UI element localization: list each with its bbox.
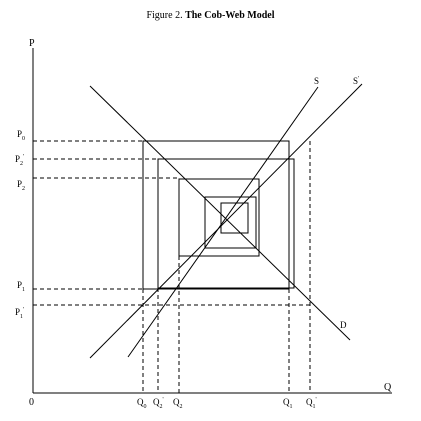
demand-curve-label: D	[340, 320, 347, 330]
price-label-p1: P1	[17, 280, 25, 293]
quantity-label-q0: Q0	[137, 397, 147, 410]
price-label-p2: P2	[17, 179, 25, 192]
supply-curve-label: S	[314, 76, 319, 86]
figure-caption-title: The Cob-Web Model	[185, 10, 275, 21]
price-label-p0: P0	[17, 129, 25, 142]
price-guides	[33, 141, 310, 305]
cobweb-rect-outer	[142, 140, 290, 290]
origin-label: 0	[29, 397, 34, 408]
quantity-label-q2-prime: Q2'	[153, 397, 164, 410]
x-axis-label: Q	[384, 382, 392, 393]
figure-caption: Figure 2. The Cob-Web Model	[0, 10, 421, 21]
price-label-p2-prime: P2'	[15, 154, 24, 167]
demand-curve	[90, 86, 350, 340]
y-axis-label: P	[29, 38, 35, 49]
quantity-label-q1-prime: Q1'	[306, 397, 317, 410]
quantity-label-q1: Q1	[283, 397, 293, 410]
quantity-guides	[143, 141, 310, 393]
cobweb-rect-third	[178, 178, 260, 257]
cobweb-rect-fourth	[204, 196, 257, 249]
cobweb-rect-inner	[220, 202, 249, 234]
supply-curve-shifted-label: S'	[353, 76, 359, 86]
figure-caption-prefix: Figure 2.	[146, 10, 183, 21]
supply-curve-shifted	[90, 84, 362, 358]
quantity-label-q2: Q2	[173, 397, 183, 410]
price-label-p1-prime: P1'	[15, 307, 24, 320]
supply-curve	[128, 87, 318, 357]
